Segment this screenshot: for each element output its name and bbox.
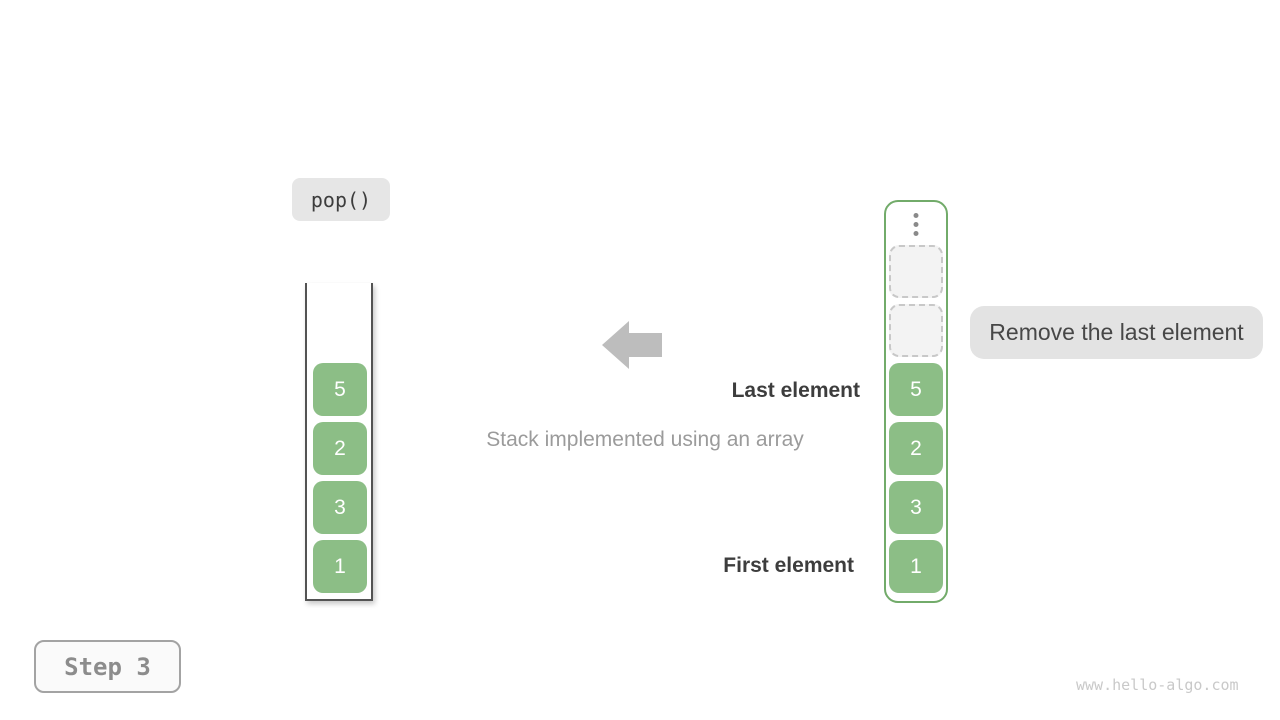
array-cell: 3 xyxy=(889,481,943,534)
stack-container: 5 2 3 1 xyxy=(305,283,373,601)
first-element-label: First element xyxy=(723,554,854,577)
remove-note-bubble: Remove the last element xyxy=(970,306,1263,359)
dot xyxy=(913,222,919,227)
last-element-label: Last element xyxy=(731,379,860,402)
empty-array-slot xyxy=(889,304,943,357)
stack-cell: 1 xyxy=(313,540,367,593)
dot xyxy=(913,213,919,218)
vertical-ellipsis-icon xyxy=(913,213,919,236)
empty-array-slot xyxy=(889,245,943,298)
array-cell: 5 xyxy=(889,363,943,416)
array-cell: 2 xyxy=(889,422,943,475)
stack-cell: 2 xyxy=(313,422,367,475)
array-container: 5 2 3 1 xyxy=(884,200,948,603)
watermark-text: www.hello-algo.com xyxy=(1076,676,1239,694)
stack-cell: 5 xyxy=(313,363,367,416)
stack-cell: 3 xyxy=(313,481,367,534)
arrow-left-icon xyxy=(602,321,662,369)
dot xyxy=(913,231,919,236)
operation-label: pop() xyxy=(292,178,390,221)
diagram-caption: Stack implemented using an array xyxy=(486,428,804,451)
step-indicator-button[interactable]: Step 3 xyxy=(34,640,181,693)
array-cell: 1 xyxy=(889,540,943,593)
